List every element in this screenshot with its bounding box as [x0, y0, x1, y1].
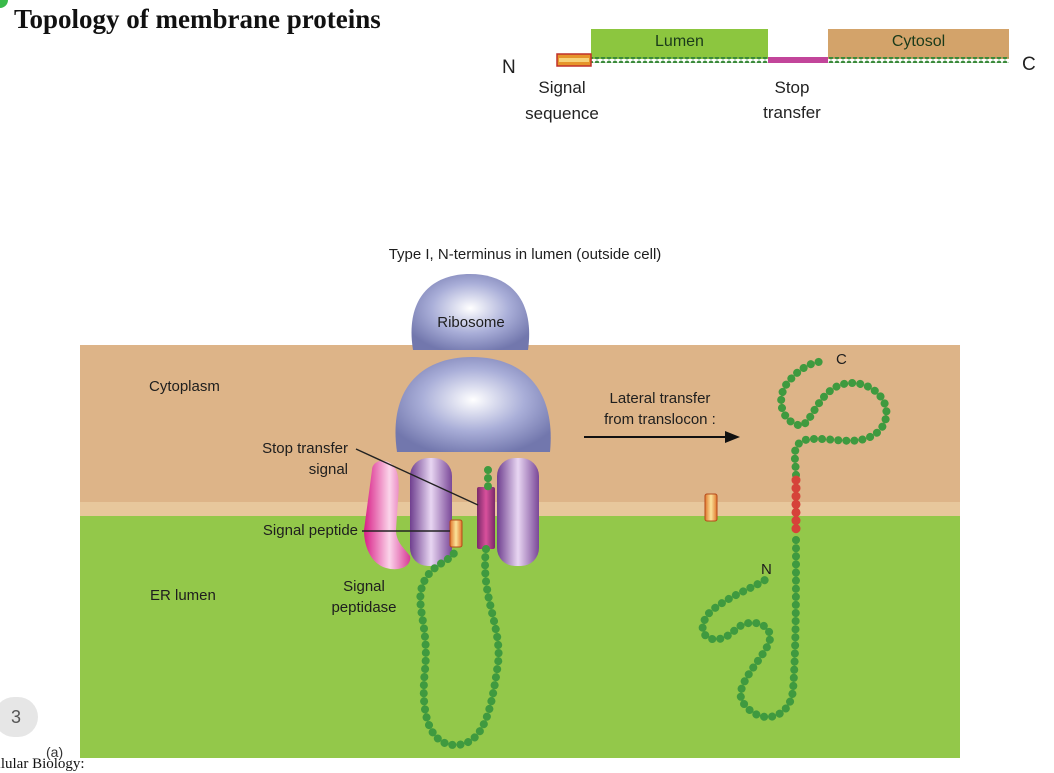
- n-terminus-label: N: [502, 57, 516, 78]
- signal-peptide-label: Signal peptide: [262, 522, 358, 539]
- slide-title: Topology of membrane proteins: [14, 4, 381, 34]
- c-terminus-label: C: [1022, 54, 1036, 75]
- lumen-label: Lumen: [655, 33, 704, 50]
- stop-transfer-segment: [768, 57, 828, 63]
- stop-transfer-label-line1: Stop transfer: [262, 440, 348, 457]
- lumenal-domain-chain: [698, 536, 800, 721]
- lumen-block: [591, 29, 768, 59]
- lateral-transfer-label-line2: from translocon :: [604, 411, 716, 428]
- cytoplasm-label: Cytoplasm: [149, 378, 220, 395]
- ribosome-label: Ribosome: [437, 314, 505, 331]
- signal-peptidase-label-line1: Signal: [343, 578, 385, 595]
- signal-peptidase-label-line2: peptidase: [331, 599, 397, 616]
- stop-transfer-leader-line: [355, 448, 479, 506]
- signal-peptide: [449, 519, 463, 548]
- diagram-heading: Type I, N-terminus in lumen (outside cel…: [388, 246, 662, 263]
- protein-n-terminus-label: N: [761, 561, 772, 578]
- cytosol-chain: [828, 57, 1009, 63]
- ribosome-small-subunit: [411, 274, 530, 350]
- cytosol-label: Cytosol: [891, 33, 946, 50]
- stop-transfer-label-line2: signal: [308, 461, 348, 478]
- nascent-chain: [416, 466, 503, 750]
- er-lumen-label: ER lumen: [150, 587, 216, 604]
- signal-sequence-highlight: [559, 58, 589, 62]
- translocon-left: [410, 458, 452, 566]
- arrow-head-icon: [725, 431, 740, 443]
- lumen-chain: [591, 57, 768, 63]
- stop-label-line1: Stop: [774, 78, 810, 97]
- green-dot-icon: [0, 0, 8, 8]
- translocon-right: [497, 458, 539, 566]
- lateral-transfer-label-line1: Lateral transfer: [609, 390, 711, 407]
- released-signal-peptide: [704, 493, 718, 522]
- page-number: 3: [10, 706, 21, 727]
- topology-bar-graphic: [556, 29, 1009, 67]
- ribosome-large-subunit: [395, 357, 551, 452]
- panel-letter: (a): [46, 744, 64, 760]
- protein-c-terminus-label: C: [836, 351, 847, 368]
- stop-transfer-signal: [477, 487, 495, 549]
- footer-text: ellular Biology:: [0, 756, 85, 772]
- cytosol-block: [828, 29, 1009, 59]
- signal-peptidase: [364, 460, 411, 570]
- signal-label-line1: Signal: [538, 78, 586, 97]
- cytosolic-domain-chain: [777, 357, 891, 479]
- stop-label-line2: transfer: [763, 103, 821, 122]
- signal-label-line2: sequence: [525, 104, 599, 123]
- page-number-badge: 3: [0, 697, 38, 737]
